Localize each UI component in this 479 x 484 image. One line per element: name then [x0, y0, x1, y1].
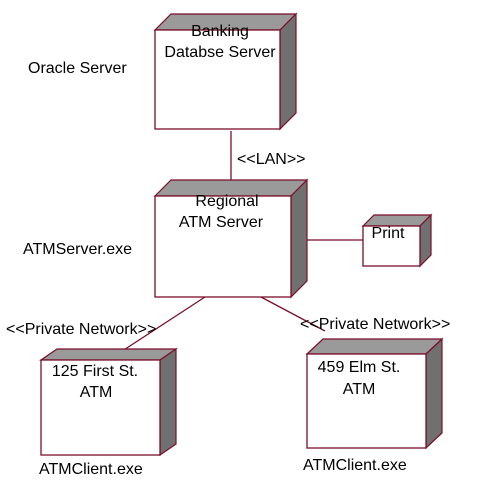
node-regional-label-1: Regional: [195, 193, 258, 210]
label-oracle-server: Oracle Server: [28, 60, 127, 77]
label-lan: <<LAN>>: [237, 151, 306, 168]
node-elm-st-label-2: ATM: [343, 381, 376, 398]
node-first-st-label-1: 125 First St.: [52, 363, 138, 380]
node-first-st-label-2: ATM: [80, 384, 113, 401]
node-elm-st-label-1: 459 Elm St.: [318, 359, 401, 376]
node-regional-label-2: ATM Server: [179, 214, 264, 231]
label-private-network-left: <<Private Network>>: [6, 321, 156, 338]
node-banking-label-1: Banking: [191, 23, 249, 40]
node-elm-st-atm[interactable]: 459 Elm St. ATM: [305, 337, 444, 450]
node-print[interactable]: Print: [361, 213, 433, 268]
node-first-st-atm[interactable]: 125 First St. ATM: [39, 347, 178, 457]
node-banking-label-2: Databse Server: [164, 44, 276, 61]
link-private-right: [260, 296, 326, 332]
label-atm-client-right: ATMClient.exe: [303, 457, 407, 474]
node-print-label: Print: [372, 225, 405, 242]
node-regional-atm-server[interactable]: Regional ATM Server: [153, 178, 309, 299]
node-banking-database-server[interactable]: Banking Databse Server: [153, 12, 298, 131]
label-private-network-right: <<Private Network>>: [300, 316, 450, 333]
label-atm-server-exe: ATMServer.exe: [23, 241, 132, 258]
label-atm-client-left: ATMClient.exe: [39, 461, 143, 478]
